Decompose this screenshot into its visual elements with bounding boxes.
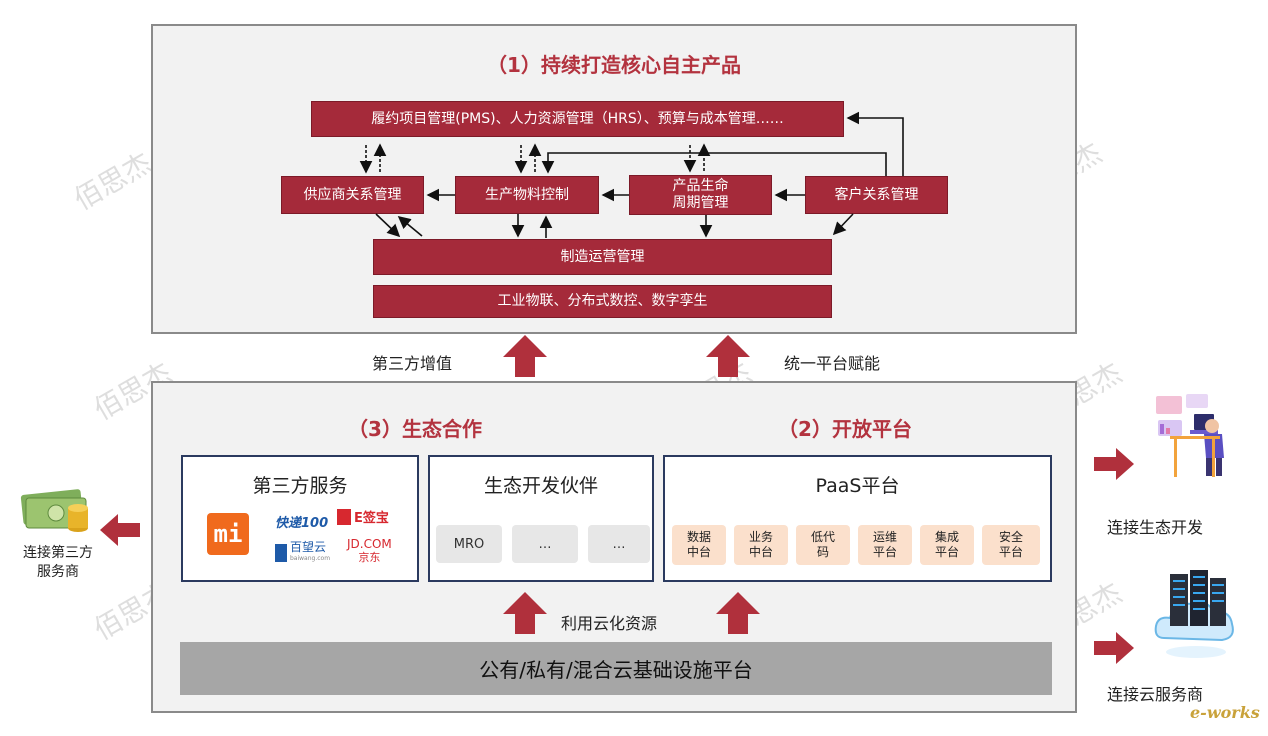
eco-partners-title: 生态开发伙伴 [483,475,598,497]
baiwang-logo-text: 百望云 baiwang.com [290,541,330,565]
watermark: 佰思杰 [68,146,158,217]
partner-tile: MRO [436,525,502,563]
eco-partners-box: 生态开发伙伴 MRO … … [428,455,654,582]
jd-logo-text: JD.COM [347,537,392,551]
connect-cloud-provider-label: 连接云服务商 [1107,685,1204,704]
cloud-infrastructure-bar: 公有/私有/混合云基础设施平台 [180,642,1052,695]
paas-tile-label: 平台 [934,545,959,559]
baiwang-name: 百望云 [290,540,327,554]
up-arrow-icon [503,335,547,377]
paas-platform-title: PaaS平台 [815,475,900,497]
esign-logo-text: E签宝 [354,511,389,526]
plm-label-line2: 周期管理 [672,195,729,211]
jd-logo: JD.COM 京东 [347,537,392,565]
paas-tile-label: 数据 [686,530,711,544]
jd-logo-subtext: 京东 [358,551,381,564]
pms-box: 履约项目管理(PMS)、人力资源管理（HRS）、预算与成本管理…… [311,101,844,137]
production-box: 生产物料控制 [455,176,599,214]
partner-tile: … [588,525,650,563]
cloud-server-icon [1154,570,1234,658]
unified-platform-label: 统一平台赋能 [784,354,881,373]
paas-tile-low-code: 低代 码 [796,525,850,565]
money-icon [20,489,88,532]
third-party-services-title: 第三方服务 [252,475,348,497]
paas-tile-label: 中台 [686,545,711,559]
baiwang-logo-mark [275,544,287,562]
connect-third-party-label: 连接第三方 服务商 [8,544,108,582]
paas-tile-label: 业务 [748,530,773,544]
cloud-infrastructure-label: 公有/私有/混合云基础设施平台 [479,658,753,682]
up-arrow-icon [706,335,750,377]
kuaidi100-logo: 快递100 [275,516,329,531]
paas-tile-label: 码 [816,545,829,559]
paas-tile-label: 安全 [998,530,1023,544]
xiaomi-logo: mi [207,513,249,555]
right-arrow-icon [1094,448,1134,480]
baiwang-domain: baiwang.com [290,555,331,562]
left-arrow-icon [100,514,140,546]
paas-tile-label: 平台 [872,545,897,559]
connect-third-party-line2: 服务商 [37,564,79,580]
eco-cooperation-title: （3）生态合作 [348,417,482,441]
mom-box: 制造运营管理 [373,239,832,275]
connect-third-party-line1: 连接第三方 [23,545,93,561]
right-arrow-icon [1094,632,1134,664]
paas-tile-label: 低代 [810,530,835,544]
baiwang-logo: 百望云 baiwang.com [275,541,330,565]
paas-tile-ops: 运维 平台 [858,525,912,565]
developer-illustration-icon [1156,394,1224,477]
third-party-value-label: 第三方增值 [372,354,453,373]
esign-logo-mark [337,508,351,525]
xiaomi-logo-text: mi [213,520,243,548]
plm-box: 产品生命 周期管理 [629,175,772,215]
esign-logo: E签宝 [337,507,389,526]
crm-box: 客户关系管理 [805,176,948,214]
up-arrow-icon [503,592,547,634]
paas-platform-box: PaaS平台 数据 中台 业务 中台 低代 码 运维 平台 集成 平台 安全 平… [663,455,1052,582]
open-platform-title: （2）开放平台 [778,417,912,441]
plm-label-line1: 产品生命 [672,178,729,194]
paas-tile-label: 集成 [934,530,959,544]
core-products-title: （1）持续打造核心自主产品 [487,53,741,77]
paas-tile-integration: 集成 平台 [920,525,974,565]
eworks-logo: e-works [1190,703,1260,722]
paas-tile-label: 平台 [998,545,1023,559]
srm-box: 供应商关系管理 [281,176,424,214]
cloud-resources-label: 利用云化资源 [561,614,658,633]
paas-tile-label: 运维 [872,530,897,544]
paas-tile-label: 中台 [748,545,773,559]
iot-box: 工业物联、分布式数控、数字孪生 [373,285,832,318]
paas-tile-business-hub: 业务 中台 [734,525,788,565]
paas-tile-data-hub: 数据 中台 [672,525,726,565]
partner-tile: … [512,525,578,563]
up-arrow-icon [716,592,760,634]
third-party-services-box: 第三方服务 mi 快递100 E签宝 百望云 baiwang.com JD.CO… [181,455,419,582]
connect-eco-dev-label: 连接生态开发 [1107,518,1204,537]
paas-tile-security: 安全 平台 [982,525,1040,565]
